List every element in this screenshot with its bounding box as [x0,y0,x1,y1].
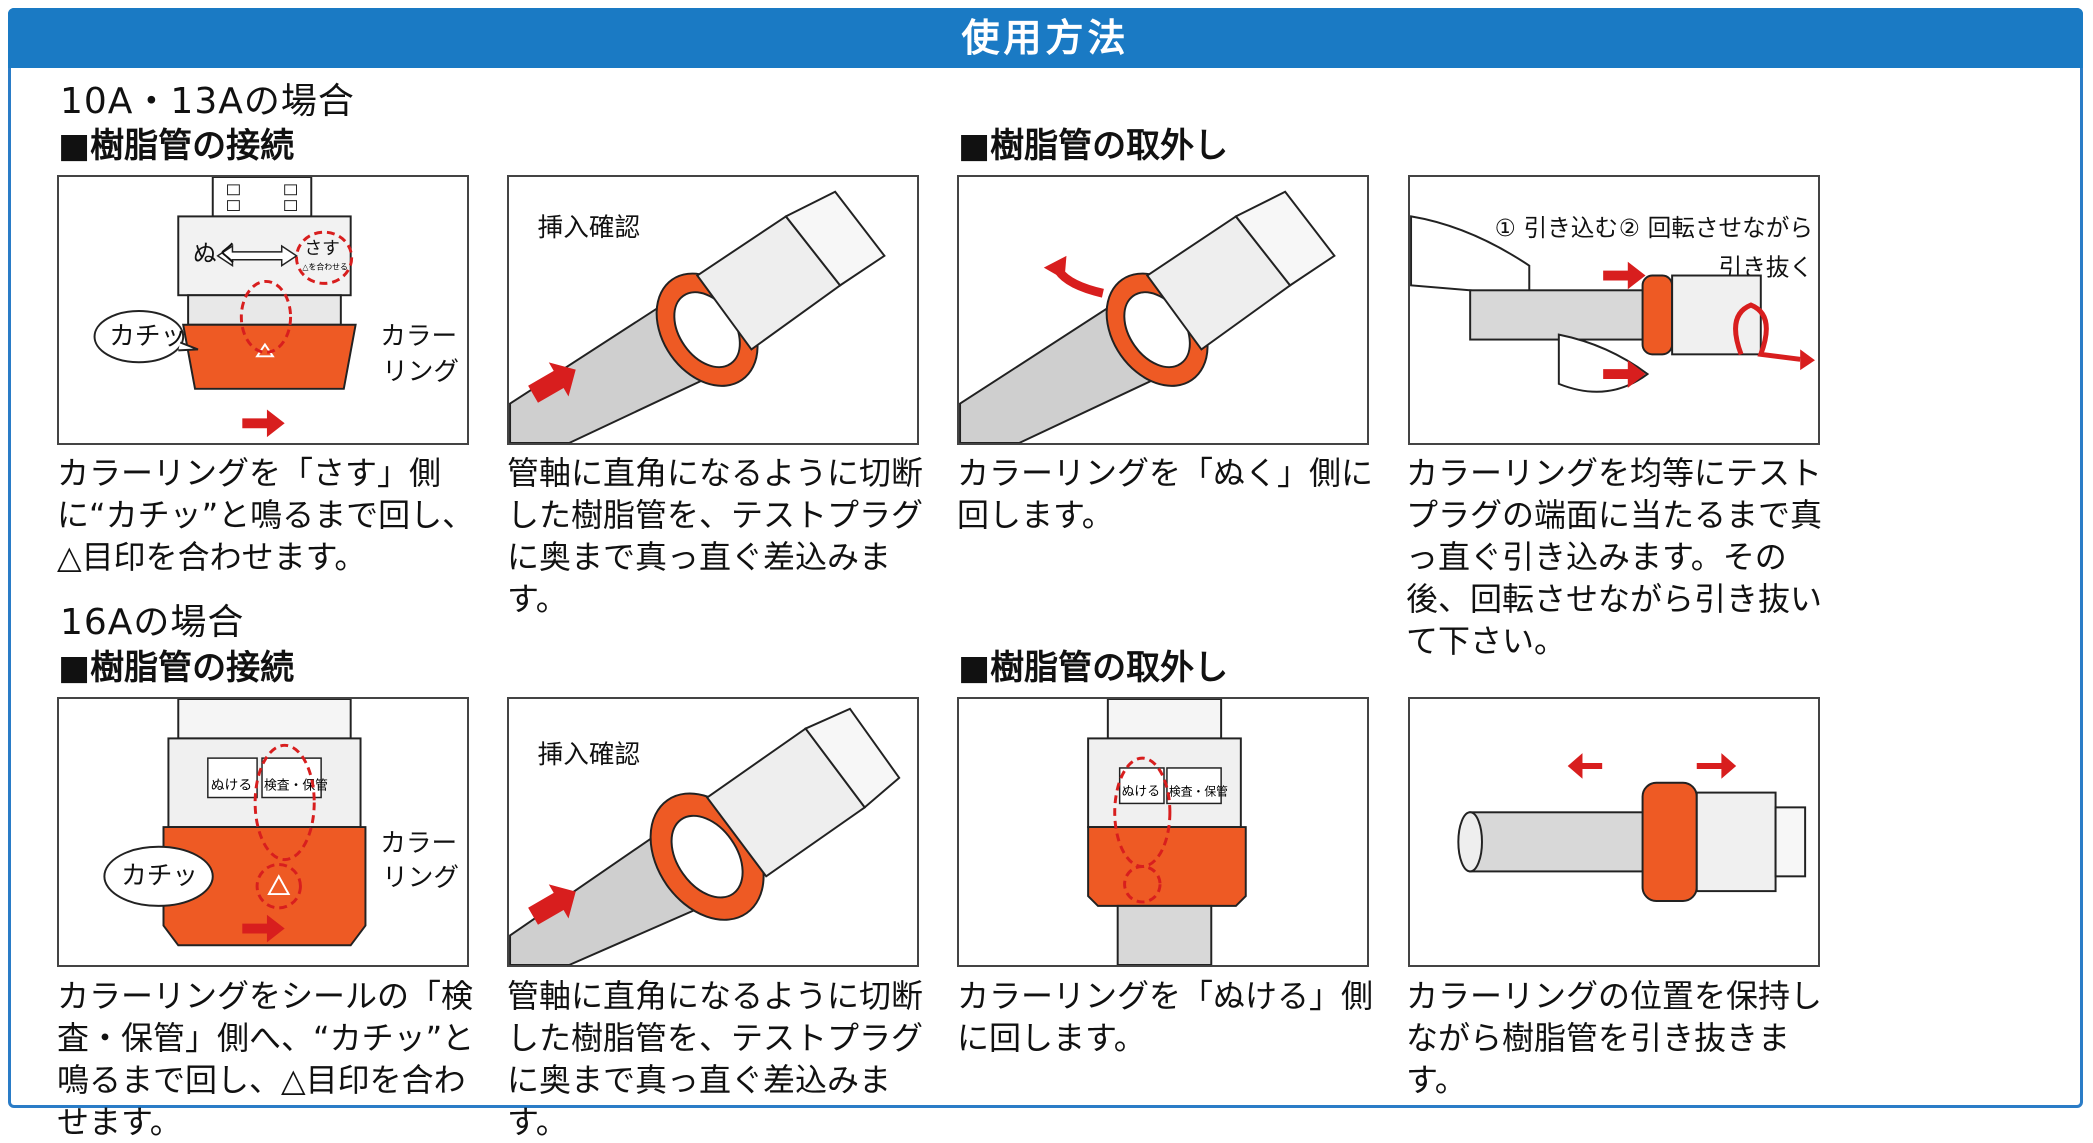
kensa-sticker-label: 検査・保管 [264,779,328,794]
nuku-label: ぬく [193,240,240,268]
illustration-16a-connect-ring: ぬける 検査・保管 カチッ カラー リング [57,697,469,967]
illustration-16a-pull-out [1408,697,1820,967]
color-ring-label-2: リング [382,357,459,387]
connect-heading-16a: ■樹脂管の接続 [58,640,294,689]
remove-heading-10a: ■樹脂管の取外し [958,118,1228,167]
page-title: 使用方法 [8,8,2083,68]
illustration-10a-connect-ring: ぬく さす △を合わせる カチッ カラー リング [57,175,469,445]
arrow-right-icon-pull [1697,753,1736,779]
section-label-10a-13a: 10A・13Aの場合 [60,72,355,124]
illustration-10a-insert-pipe: 挿入確認 [507,175,919,445]
insertion-check-label: 挿入確認 [538,213,640,243]
illustration-10a-remove-rotate [957,175,1369,445]
step1-label: ① 引き込む [1495,214,1618,242]
color-ring-label-16a-2: リング [382,863,459,893]
remove-heading-16a: ■樹脂管の取外し [958,640,1228,689]
color-ring-label-1: カラー [380,321,457,351]
arrow-right-icon [242,410,284,438]
sasu-sub-label: △を合わせる [302,262,347,272]
caption-10a-1: カラーリングを「さす」側に“カチッ”と鳴るまで回し、△目印を合わせます。 [57,452,487,578]
illustration-16a-insert-pipe: 挿入確認 [507,697,919,967]
caption-16a-4: カラーリングの位置を保持しながら樹脂管を引き抜きます。 [1406,975,1836,1101]
section-label-16a: 16Aの場合 [60,593,244,645]
arrow-left-icon [1568,753,1602,779]
caption-10a-2: 管軸に直角になるように切断した樹脂管を、テストプラグに奥まで真っ直ぐ差込みます。 [507,452,937,620]
connect-heading-10a: ■樹脂管の接続 [58,118,294,167]
sasu-label: さす [304,239,339,259]
illustration-16a-remove-rotate: ぬける 検査・保管 [957,697,1369,967]
nukeru-sticker-label-16a: ぬける [1122,785,1160,800]
caption-10a-3: カラーリングを「ぬく」側に回します。 [957,452,1387,536]
pull-arrow-upper-icon [1603,262,1645,290]
spiral-arrow-icon [1800,349,1815,370]
illustration-10a-pull-out: ① 引き込む ② 回転させながら 引き抜く [1408,175,1820,445]
kachi-bubble-label: カチッ [109,321,186,351]
color-ring-label-16a-1: カラー [380,829,457,859]
insertion-check-label-16a: 挿入確認 [538,740,640,770]
kensa-sticker-label-16a: 検査・保管 [1169,785,1228,799]
nukeru-sticker-label: ぬける [211,778,252,794]
ring-rotate-diagram-10a: ぬく さす △を合わせる カチッ カラー リング [59,177,467,443]
caption-10a-4: カラーリングを均等にテストプラグの端面に当たるまで真っ直ぐ引き込みます。その後、… [1406,452,1836,662]
kachi-bubble-label-16a: カチッ [121,861,198,891]
caption-16a-1: カラーリングをシールの「検査・保管」側へ、“カチッ”と鳴るまで回し、△目印を合わ… [57,975,487,1143]
step2-label-line1: ② 回転させながら [1619,214,1813,242]
caption-16a-3: カラーリングを「ぬける」側に回します。 [957,975,1387,1059]
rotate-arrow-icon [1044,256,1067,280]
caption-16a-2: 管軸に直角になるように切断した樹脂管を、テストプラグに奥まで真っ直ぐ差込みます。 [507,975,937,1143]
